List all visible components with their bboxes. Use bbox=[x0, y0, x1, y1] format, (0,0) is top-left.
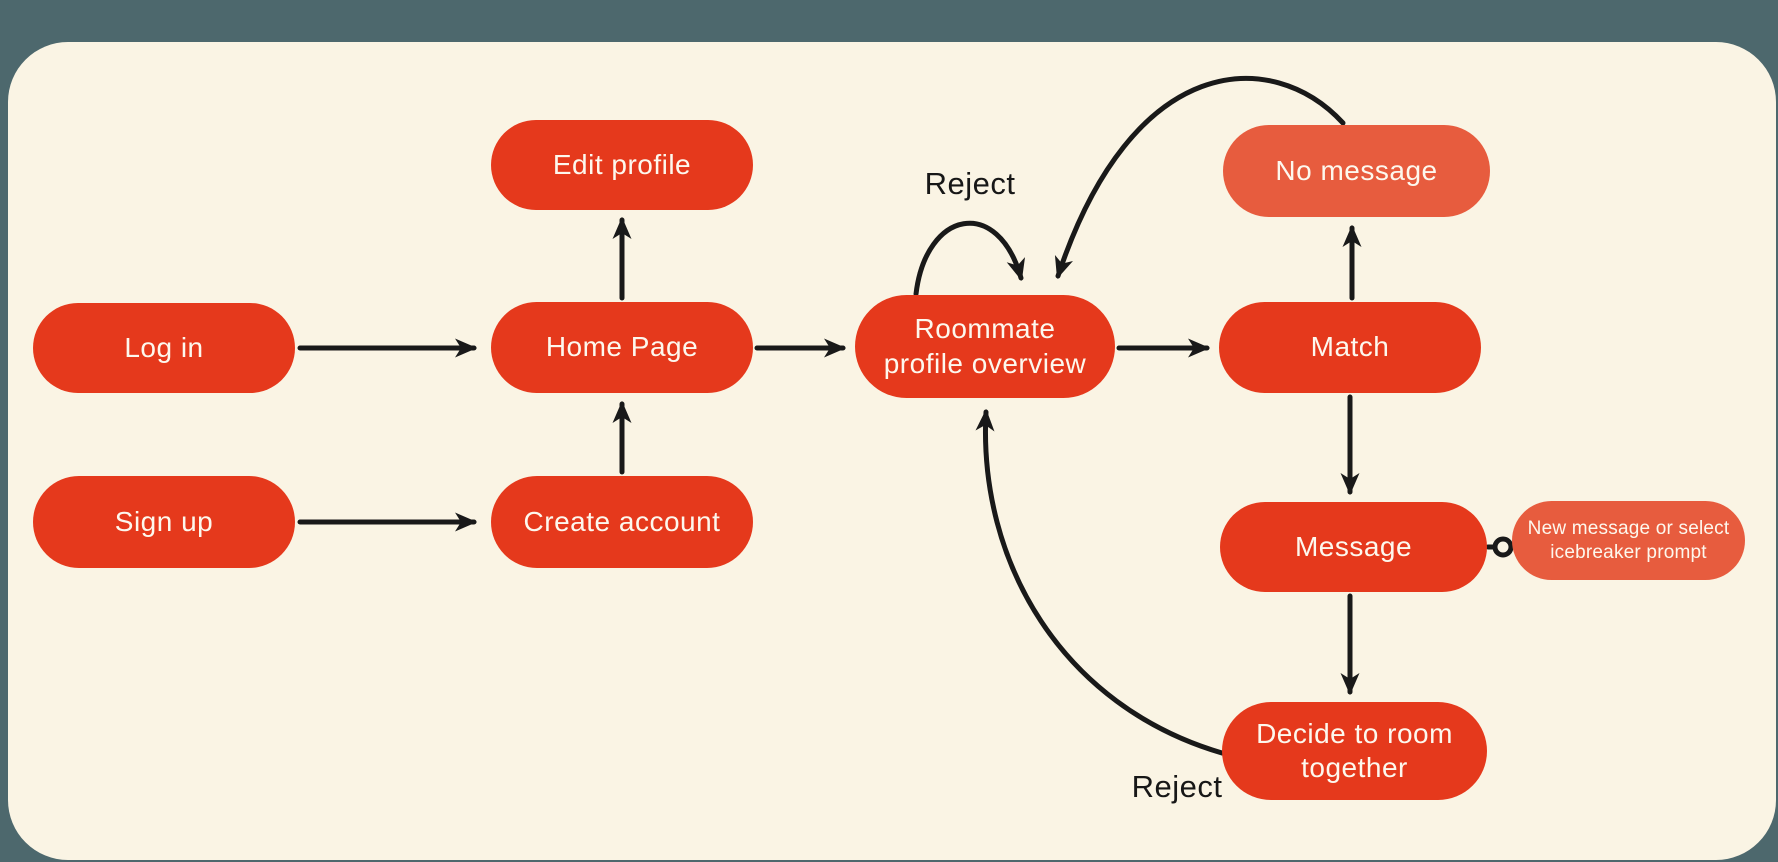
node-new-message-annotation: New message or select icebreaker prompt bbox=[1512, 501, 1745, 580]
node-log-in: Log in bbox=[33, 303, 295, 393]
connector-circle bbox=[1492, 536, 1514, 558]
node-home-page: Home Page bbox=[491, 302, 753, 393]
node-create-account: Create account bbox=[491, 476, 753, 568]
node-message: Message bbox=[1220, 502, 1487, 592]
edge-label-reject-decide: Reject bbox=[1131, 769, 1223, 804]
edge-nomessage-roommate bbox=[1054, 75, 1346, 279]
node-roommate-profile-overview: Roommate profile overview bbox=[855, 295, 1115, 398]
edge-decide-roommate-reject bbox=[975, 409, 1225, 756]
node-sign-up: Sign up bbox=[33, 476, 295, 568]
edge-label-reject-self-loop: Reject bbox=[924, 166, 1016, 201]
node-no-message: No message bbox=[1223, 125, 1490, 217]
node-decide-to-room-together: Decide to room together bbox=[1222, 702, 1487, 800]
edge-reject-self-loop bbox=[913, 220, 1025, 297]
node-match: Match bbox=[1219, 302, 1481, 393]
node-edit-profile: Edit profile bbox=[491, 120, 753, 210]
